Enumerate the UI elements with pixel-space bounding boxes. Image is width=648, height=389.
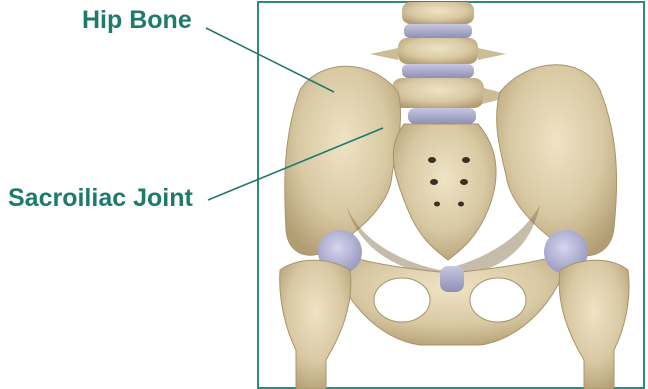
hip-bone-leader-line <box>206 28 334 92</box>
right-ilium <box>497 65 617 256</box>
pubic-arch <box>330 250 570 345</box>
sacrum <box>393 124 496 260</box>
sacroiliac-joint-label: Sacroiliac Joint <box>8 186 193 211</box>
right-femur <box>559 260 629 389</box>
left-femur <box>280 260 351 389</box>
hip-bone-label: Hip Bone <box>82 8 192 33</box>
